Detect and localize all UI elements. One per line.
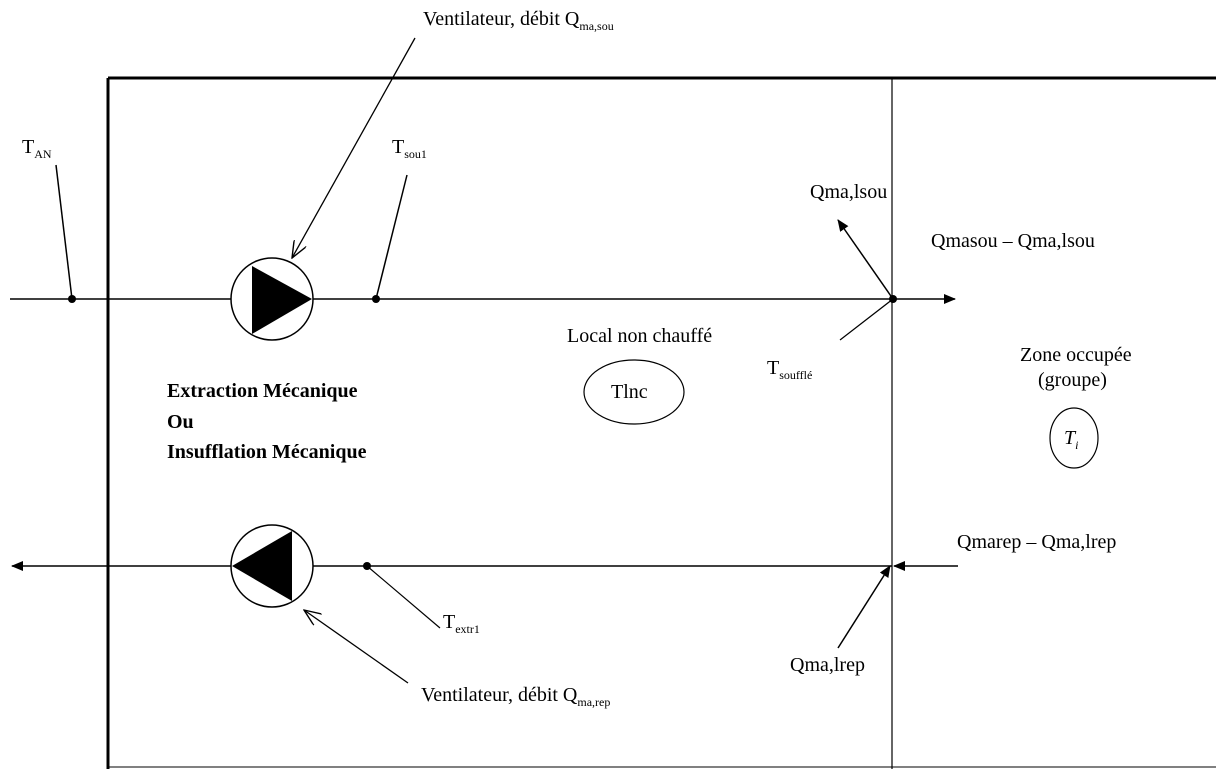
fan-return-label: Ventilateur, débit Qma,rep — [421, 684, 611, 709]
leader-t-souffle — [839, 298, 894, 341]
groupe-label: (groupe) — [1038, 369, 1107, 391]
ti-label: Ti — [1064, 427, 1079, 452]
arrow-fan-return — [304, 610, 409, 684]
leader-t-extr1 — [366, 565, 441, 629]
arrow-qma-lsou — [837, 219, 894, 300]
extraction-line3: Insufflation Mécanique — [167, 441, 367, 463]
leader-t-an — [55, 164, 73, 300]
qma-lrep-label: Qma,lrep — [790, 654, 865, 676]
t-sou1-label: Tsou1 — [392, 136, 427, 161]
return-fan-icon — [230, 524, 314, 608]
t-an-label: TAN — [22, 136, 52, 161]
t-souffle-label: Tsoufflé — [767, 357, 813, 382]
tlnc-ellipse — [583, 359, 685, 425]
arrow-fan-supply — [292, 37, 416, 258]
extraction-line2: Ou — [167, 411, 194, 433]
extraction-line1: Extraction Mécanique — [167, 380, 358, 402]
qmarep-flow-label: Qmarep – Qma,lrep — [957, 531, 1117, 553]
local-non-chauffe-label: Local non chauffé — [567, 325, 713, 347]
leader-t-sou1 — [375, 174, 408, 300]
fan-supply-label: Ventilateur, débit Qma,sou — [423, 8, 614, 33]
tlnc-label: Tlnc — [611, 381, 648, 403]
t-extr1-label: Textr1 — [443, 611, 480, 636]
qmasou-flow-label: Qmasou – Qma,lsou — [931, 230, 1095, 252]
ti-ellipse — [1049, 407, 1099, 469]
supply-fan-icon — [230, 257, 314, 341]
qma-lsou-label: Qma,lsou — [810, 181, 888, 203]
zone-occupee-label: Zone occupée — [1020, 344, 1132, 366]
arrow-qma-lrep — [837, 565, 891, 649]
